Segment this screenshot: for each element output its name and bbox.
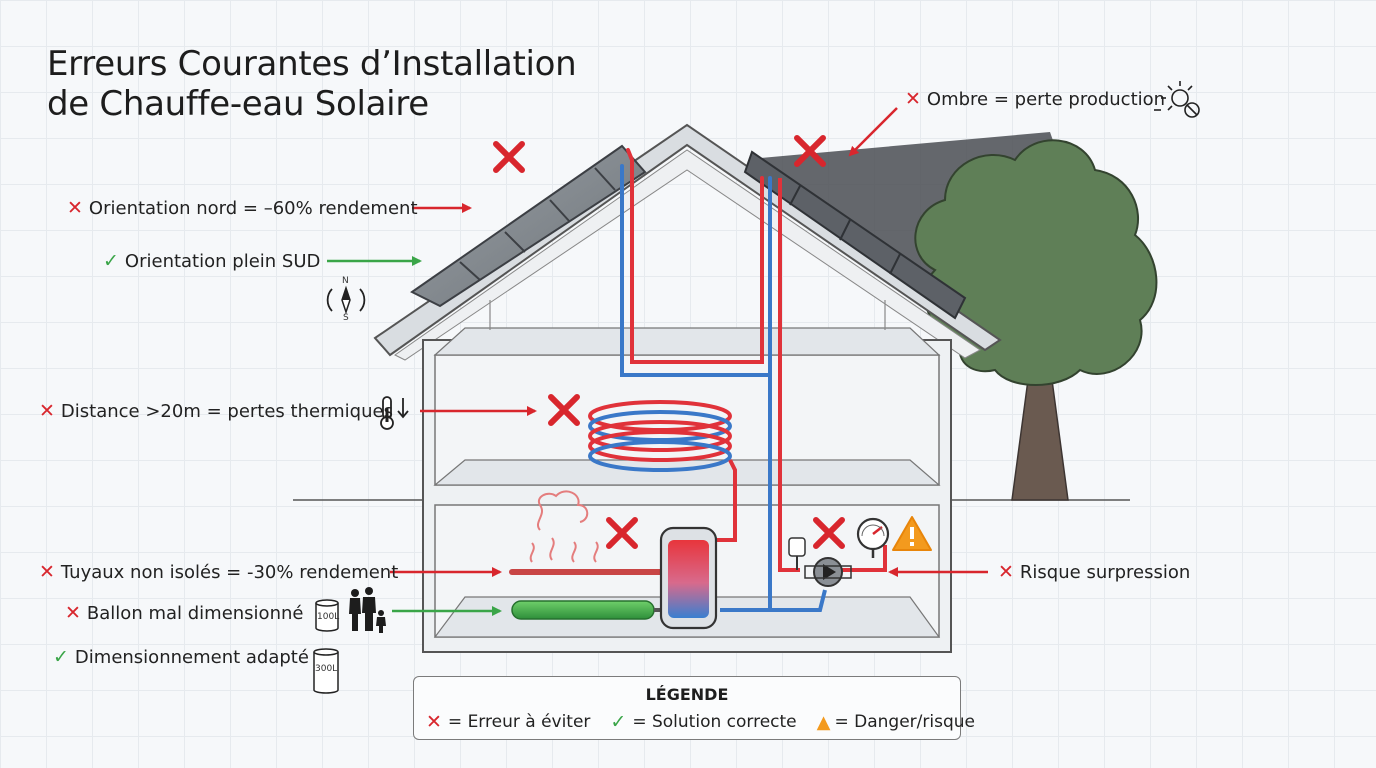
annotation-arrows (327, 107, 988, 616)
label-south: ✓Orientation plein SUD (103, 250, 321, 272)
solar-panels-left (410, 144, 647, 308)
tank-100l-icon (315, 599, 339, 632)
warning-icon (892, 516, 932, 551)
title-line-1: Erreurs Courantes d’Installation (47, 44, 577, 84)
insulated-pipe (511, 600, 665, 620)
cross-icon: ✕ (998, 561, 1014, 583)
pipes-left (620, 148, 772, 377)
cross-icon: ✕ (39, 561, 55, 583)
legend-item-error: ✕= Erreur à éviter (426, 711, 591, 733)
cross-icon: ✕ (426, 711, 442, 733)
family-icon (349, 587, 386, 633)
solar-panels-right (743, 150, 967, 320)
cross-icon: ✕ (39, 400, 55, 422)
compass-icon (326, 285, 366, 315)
page-title: Erreurs Courantes d’Installation de Chau… (47, 44, 577, 124)
warning-icon: ▲ (816, 711, 831, 733)
house-roof (373, 123, 1002, 361)
sun-blocked-icon (1154, 81, 1200, 118)
thermometer-icon (380, 396, 409, 430)
pipe-coil (588, 400, 737, 542)
label-shade: ✕Ombre = perte production (905, 88, 1166, 110)
tank-300l-icon (313, 648, 339, 694)
label-distance: ✕Distance >20m = pertes thermiques (39, 400, 393, 422)
legend: LÉGENDE ✕= Erreur à éviter ✓= Solution c… (413, 676, 975, 740)
steam-icon (529, 490, 599, 563)
cross-icon (493, 135, 845, 549)
check-icon: ✓ (103, 250, 119, 272)
legend-item-solution: ✓= Solution correcte (610, 711, 797, 733)
compass-north-label: N (342, 276, 349, 286)
legend-items: ✕= Erreur à éviter ✓= Solution correcte … (426, 711, 975, 733)
label-tank-ok: ✓Dimensionnement adapté (53, 646, 309, 668)
uninsulated-pipe (509, 490, 668, 575)
pressure-gauge-icon (856, 517, 890, 558)
compass-south-label: S (343, 313, 349, 323)
label-pressure: ✕Risque surpression (998, 561, 1191, 583)
pump-group (788, 537, 852, 587)
check-icon: ✓ (53, 646, 69, 668)
cross-icon: ✕ (65, 602, 81, 624)
legend-title: LÉGENDE (645, 685, 729, 704)
label-tank-bad: ✕Ballon mal dimensionné (65, 602, 304, 624)
tank-300l-label: 300L (315, 664, 338, 674)
label-north: ✕Orientation nord = –60% rendement (67, 197, 418, 219)
check-icon: ✓ (610, 711, 627, 733)
cross-icon: ✕ (67, 197, 83, 219)
cross-icon: ✕ (905, 88, 921, 110)
legend-item-danger: ▲= Danger/risque (816, 711, 975, 733)
tank-100l-label: 100L (317, 612, 340, 622)
label-pipes: ✕Tuyaux non isolés = -30% rendement (39, 561, 399, 583)
title-line-2: de Chauffe-eau Solaire (47, 84, 429, 124)
storage-tank (659, 526, 718, 630)
